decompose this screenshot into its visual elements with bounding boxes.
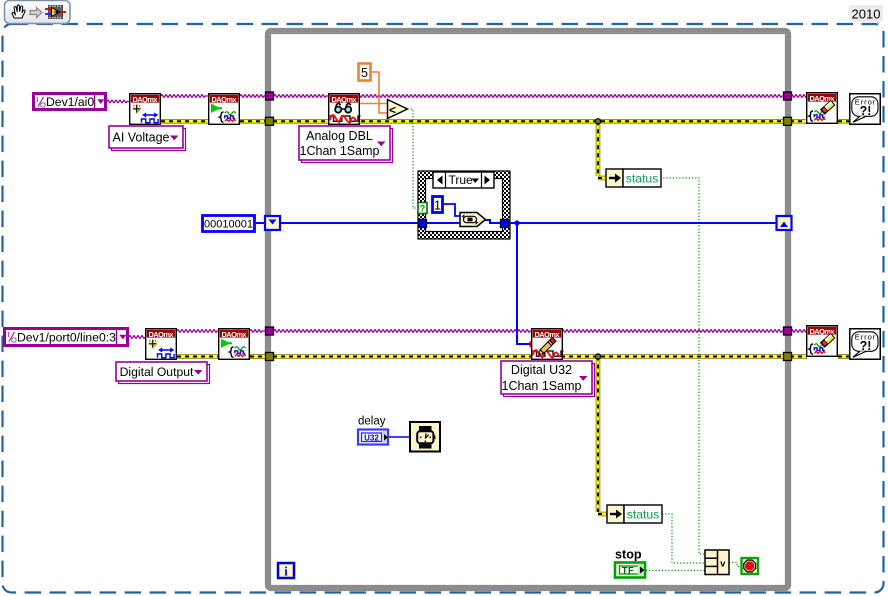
- svg-text:?!: ?!: [860, 104, 872, 118]
- svg-text:DAQmx: DAQmx: [212, 95, 238, 104]
- svg-text:1Chan 1Samp: 1Chan 1Samp: [502, 379, 582, 393]
- svg-text:stop: stop: [615, 548, 642, 562]
- svg-text:DAQmx: DAQmx: [810, 94, 836, 103]
- svg-text:Error: Error: [855, 333, 876, 342]
- svg-text:Dev1/ai0: Dev1/ai0: [46, 95, 94, 109]
- svg-text:I: I: [37, 95, 39, 104]
- svg-text:DAQmx: DAQmx: [222, 330, 248, 339]
- svg-text:Digital Output: Digital Output: [120, 365, 194, 379]
- svg-text:O: O: [40, 101, 46, 110]
- svg-text:1Chan 1Samp: 1Chan 1Samp: [300, 144, 380, 158]
- svg-text:status: status: [626, 171, 659, 185]
- svg-text:DAQmx: DAQmx: [810, 327, 836, 336]
- svg-text:?: ?: [420, 204, 426, 214]
- svg-text:v: v: [720, 559, 726, 570]
- svg-text:AI Voltage: AI Voltage: [113, 131, 170, 145]
- svg-text:TF: TF: [622, 566, 635, 577]
- svg-text:delay: delay: [358, 416, 386, 428]
- svg-text:2010: 2010: [852, 7, 881, 22]
- svg-text:?!: ?!: [860, 339, 872, 353]
- svg-text:status: status: [627, 507, 660, 521]
- svg-text:1: 1: [434, 199, 441, 213]
- svg-text:DAQmx: DAQmx: [133, 95, 159, 104]
- svg-text:DAQmx: DAQmx: [332, 95, 358, 104]
- svg-text:<: <: [389, 103, 396, 117]
- svg-text:5: 5: [361, 66, 368, 80]
- svg-text:DAQmx: DAQmx: [535, 330, 561, 339]
- svg-text:O: O: [11, 336, 17, 345]
- svg-text:i: i: [284, 565, 288, 579]
- svg-text:Analog DBL: Analog DBL: [306, 129, 373, 143]
- svg-text:00010001: 00010001: [204, 219, 253, 231]
- svg-text:Error: Error: [855, 98, 876, 107]
- svg-text:Dev1/port0/line0:3: Dev1/port0/line0:3: [17, 330, 116, 344]
- svg-text:True: True: [449, 173, 474, 187]
- svg-text:U32: U32: [364, 434, 379, 443]
- svg-text:I: I: [8, 330, 10, 339]
- svg-text:Digital U32: Digital U32: [511, 363, 572, 377]
- svg-text:DAQmx: DAQmx: [149, 330, 175, 339]
